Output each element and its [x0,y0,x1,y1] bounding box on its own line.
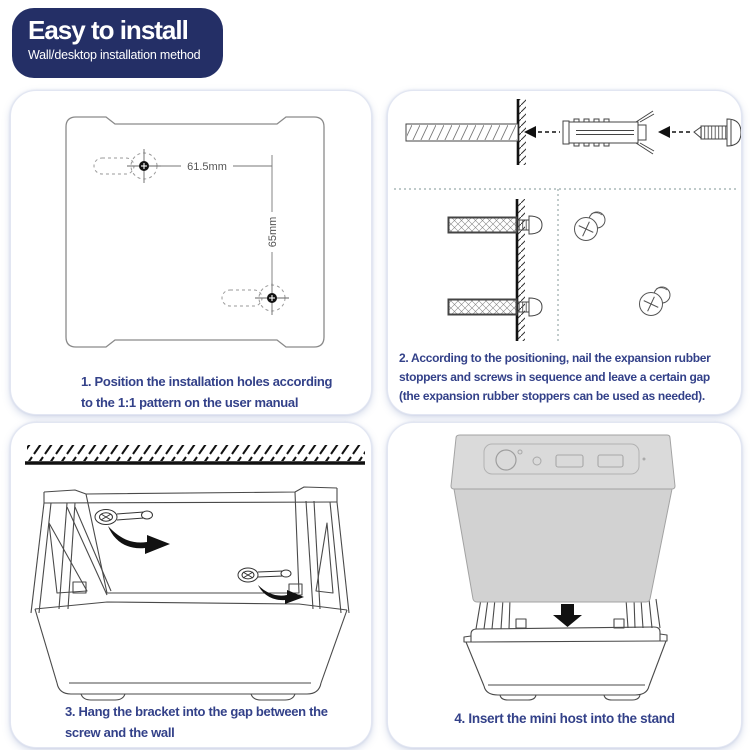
ceiling-hatch [25,445,365,465]
phillips-screw-icon [639,286,671,316]
arrow-left-icon [524,126,560,138]
page-subtitle: Wall/desktop installation method [28,48,201,62]
step2-caption-line: 2. According to the positioning, nail th… [399,351,711,365]
step2-diagram [394,99,741,343]
step4-card: 4. Insert the mini host into the stand [387,422,742,748]
step4-caption: 4. Insert the mini host into the stand [388,711,741,726]
screw-icon [693,118,741,147]
header-badge: Easy to install Wall/desktop installatio… [12,8,223,78]
reset-hole-icon [517,449,523,455]
step3-caption-line: screw and the wall [65,725,175,740]
step2-card: 2. According to the positioning, nail th… [387,90,742,415]
screw-mark-top [127,149,161,183]
step4-caption-line: 4. Insert the mini host into the stand [454,711,675,726]
hang-screw-icon [237,567,292,583]
step3-caption: 3. Hang the bracket into the gap between… [65,701,328,743]
step2-caption: 2. According to the positioning, nail th… [399,349,711,406]
anchor-in-wall [447,297,543,317]
usb-port-icon [597,454,624,468]
wall-section-top [405,99,526,165]
audio-jack-icon [532,456,542,466]
power-button-icon [495,449,517,471]
insert-arrow-icon [553,604,582,627]
step2-caption-line: (the expansion rubber stoppers can be us… [399,389,705,403]
screw-mark-bottom [255,283,289,315]
expansion-anchor-icon [562,110,655,155]
step1-card: 61.5mm 65mm 1. Position the installation… [10,90,372,415]
step3-caption-line: 3. Hang the bracket into the gap between… [65,704,328,719]
step1-caption: 1. Position the installation holes accor… [81,371,332,413]
dimension-horizontal-label: 61.5mm [181,159,233,173]
step1-diagram: 61.5mm 65mm [65,116,325,348]
step3-card: 3. Hang the bracket into the gap between… [10,422,372,748]
anchor-in-wall [447,215,543,235]
bracket-drawing [30,486,350,701]
arrow-left-icon [658,126,691,138]
hang-arrow [108,526,170,554]
stand-drawing [463,598,668,701]
port-panel [483,443,640,475]
usb-port-icon [555,454,584,468]
dimension-vertical-label: 65mm [265,212,279,252]
led-dot-icon [642,457,646,461]
step1-caption-line: 1. Position the installation holes accor… [81,374,333,389]
svg-text:65mm: 65mm [267,217,279,248]
step3-diagram [25,445,365,701]
mounting-plate [65,116,325,348]
mini-pc-drawing [450,434,676,603]
step4-diagram [450,434,676,701]
svg-text:61.5mm: 61.5mm [187,161,227,173]
phillips-screw-icon [574,211,606,241]
page-title: Easy to install [28,15,189,45]
hang-arrow [258,585,304,604]
step1-caption-line: to the 1:1 pattern on the user manual [81,395,299,410]
step2-caption-line: stoppers and screws in sequence and leav… [399,370,710,384]
hang-screw-icon [94,509,153,525]
